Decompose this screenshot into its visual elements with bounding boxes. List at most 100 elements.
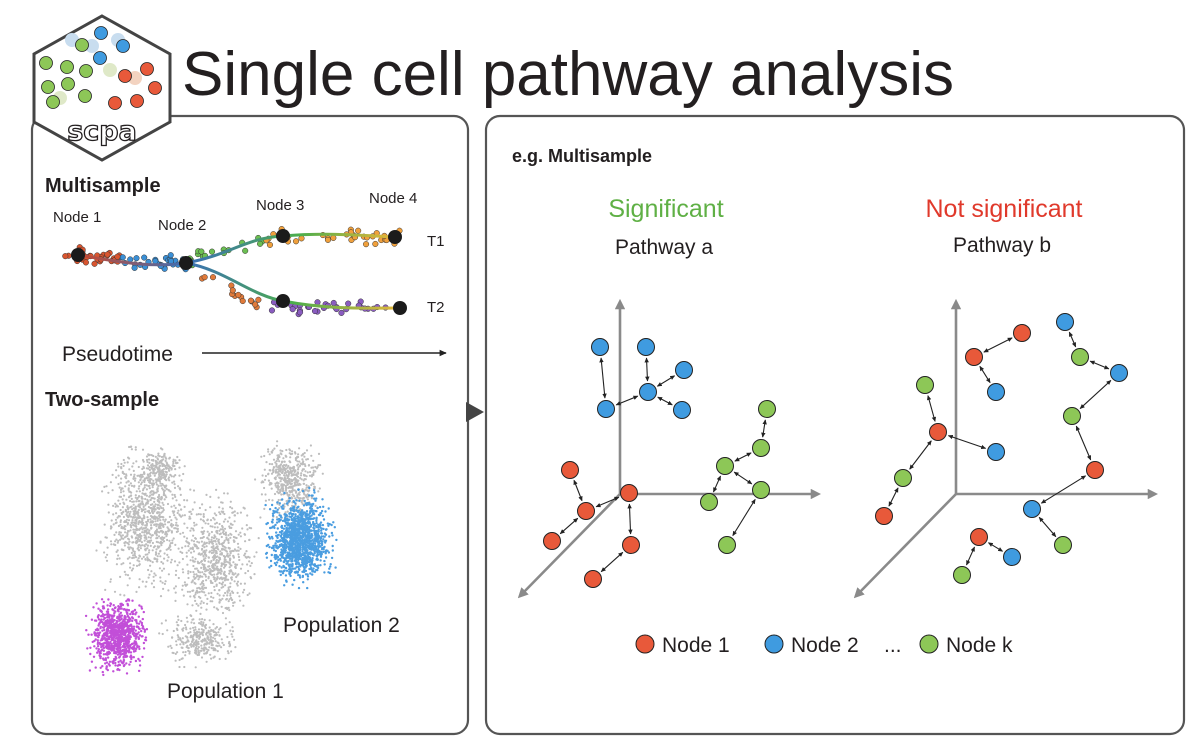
umap-cell-dot — [323, 545, 326, 549]
umap-cell-dot — [145, 455, 149, 458]
umap-cell-dot — [311, 573, 314, 576]
umap-cell-dot — [202, 584, 205, 587]
umap-cell-dot — [213, 606, 216, 609]
umap-cell-dot — [185, 551, 188, 554]
umap-cell-dot — [142, 465, 145, 468]
umap-cell-dot — [117, 465, 120, 468]
umap-cell-dot — [302, 512, 305, 516]
umap-cell-dot — [114, 622, 118, 625]
traj-node-2-label: Node 2 — [158, 217, 206, 234]
umap-cell-dot — [216, 572, 219, 575]
umap-cell-dot — [106, 627, 109, 630]
umap-cell-dot — [303, 499, 306, 503]
umap-cell-dot — [131, 508, 134, 511]
umap-cell-dot — [162, 472, 165, 475]
umap-cell-dot — [317, 547, 320, 551]
umap-cell-dot — [313, 563, 316, 566]
umap-cell-dot — [201, 532, 204, 536]
umap-cell-dot — [226, 594, 229, 597]
umap-cell-dot — [278, 507, 281, 510]
umap-cell-dot — [268, 508, 272, 511]
umap-cell-dot — [138, 578, 141, 581]
umap-cell-dot — [288, 479, 291, 482]
umap-cell-dot — [280, 478, 283, 481]
umap-cell-dot — [180, 619, 183, 623]
umap-cell-dot — [94, 666, 97, 669]
umap-cell-dot — [138, 563, 141, 566]
umap-cell-dot — [138, 490, 141, 493]
umap-cell-dot — [228, 621, 231, 624]
umap-cell-dot — [105, 536, 108, 539]
umap-cell-dot — [306, 498, 309, 501]
umap-cell-dot — [299, 531, 302, 534]
umap-cell-dot — [148, 573, 151, 576]
logo-network-icon — [39, 26, 162, 110]
umap-cell-dot — [154, 574, 157, 577]
traj-node-4-label: Node 4 — [369, 190, 417, 207]
umap-cell-dot — [121, 534, 124, 537]
umap-cell-dot — [239, 599, 242, 602]
umap-cell-dot — [117, 607, 121, 610]
umap-cell-dot — [210, 647, 213, 650]
umap-cell-dot — [215, 543, 218, 546]
umap-cell-dot — [234, 572, 237, 575]
umap-cell-dot — [200, 581, 204, 584]
umap-cell-dot — [243, 554, 246, 557]
umap-cell-dot — [182, 594, 185, 597]
umap-cell-dot — [239, 531, 242, 534]
umap-cell-dot — [261, 480, 264, 483]
umap-cell-dot — [273, 562, 277, 565]
umap-cell-dot — [190, 614, 193, 618]
umap-cell-dot — [286, 510, 289, 513]
umap-cell-dot — [310, 454, 313, 457]
umap-cell-dot — [212, 649, 215, 652]
umap-cell-dot — [275, 521, 279, 524]
umap-cell-dot — [96, 645, 100, 648]
umap-cell-dot — [199, 587, 202, 590]
umap-cell-dot — [312, 517, 316, 520]
umap-cell-dot — [126, 505, 129, 508]
umap-cell-dot — [230, 570, 233, 573]
umap-cell-dot — [295, 555, 299, 559]
umap-cell-dot — [227, 652, 230, 655]
umap-cell-dot — [140, 541, 143, 544]
umap-cell-dot — [232, 556, 235, 559]
umap-cell-dot — [301, 502, 304, 505]
umap-cell-dot — [163, 489, 166, 492]
umap-cell-dot — [155, 528, 159, 531]
umap-cell-dot — [181, 629, 184, 632]
umap-cell-dot — [138, 664, 142, 667]
umap-cell-dot — [152, 579, 155, 582]
umap-cell-dot — [299, 546, 302, 549]
umap-cell-dot — [243, 533, 247, 536]
umap-cell-dot — [319, 538, 322, 542]
umap-cell-dot — [158, 493, 161, 497]
umap-cell-dot — [161, 448, 164, 451]
umap-cell-dot — [149, 491, 152, 494]
umap-cell-dot — [160, 544, 163, 547]
umap-cell-dot — [205, 541, 208, 545]
umap-cell-dot — [159, 530, 162, 533]
umap-cell-dot — [167, 645, 170, 648]
umap-cell-dot — [111, 648, 114, 652]
umap-cell-dot — [237, 533, 240, 536]
umap-cell-dot — [95, 619, 98, 622]
umap-cell-dot — [188, 652, 191, 655]
umap-cell-dot — [217, 559, 220, 563]
umap-cell-dot — [154, 466, 158, 469]
umap-cell-dot — [290, 565, 294, 568]
umap-cell-dot — [278, 565, 281, 568]
trajectory-cell-dot — [239, 297, 246, 305]
umap-cell-dot — [192, 540, 196, 543]
umap-cell-dot — [114, 610, 117, 613]
umap-cell-dot — [100, 610, 104, 614]
umap-cell-dot — [321, 540, 324, 543]
umap-cell-dot — [111, 489, 114, 492]
umap-cell-dot — [330, 556, 334, 560]
umap-cell-dot — [161, 538, 164, 541]
umap-cell-dot — [289, 525, 292, 529]
umap-cell-dot — [171, 481, 174, 484]
umap-cell-dot — [131, 629, 135, 632]
umap-cell-dot — [112, 504, 115, 507]
umap-cell-dot — [147, 500, 150, 503]
